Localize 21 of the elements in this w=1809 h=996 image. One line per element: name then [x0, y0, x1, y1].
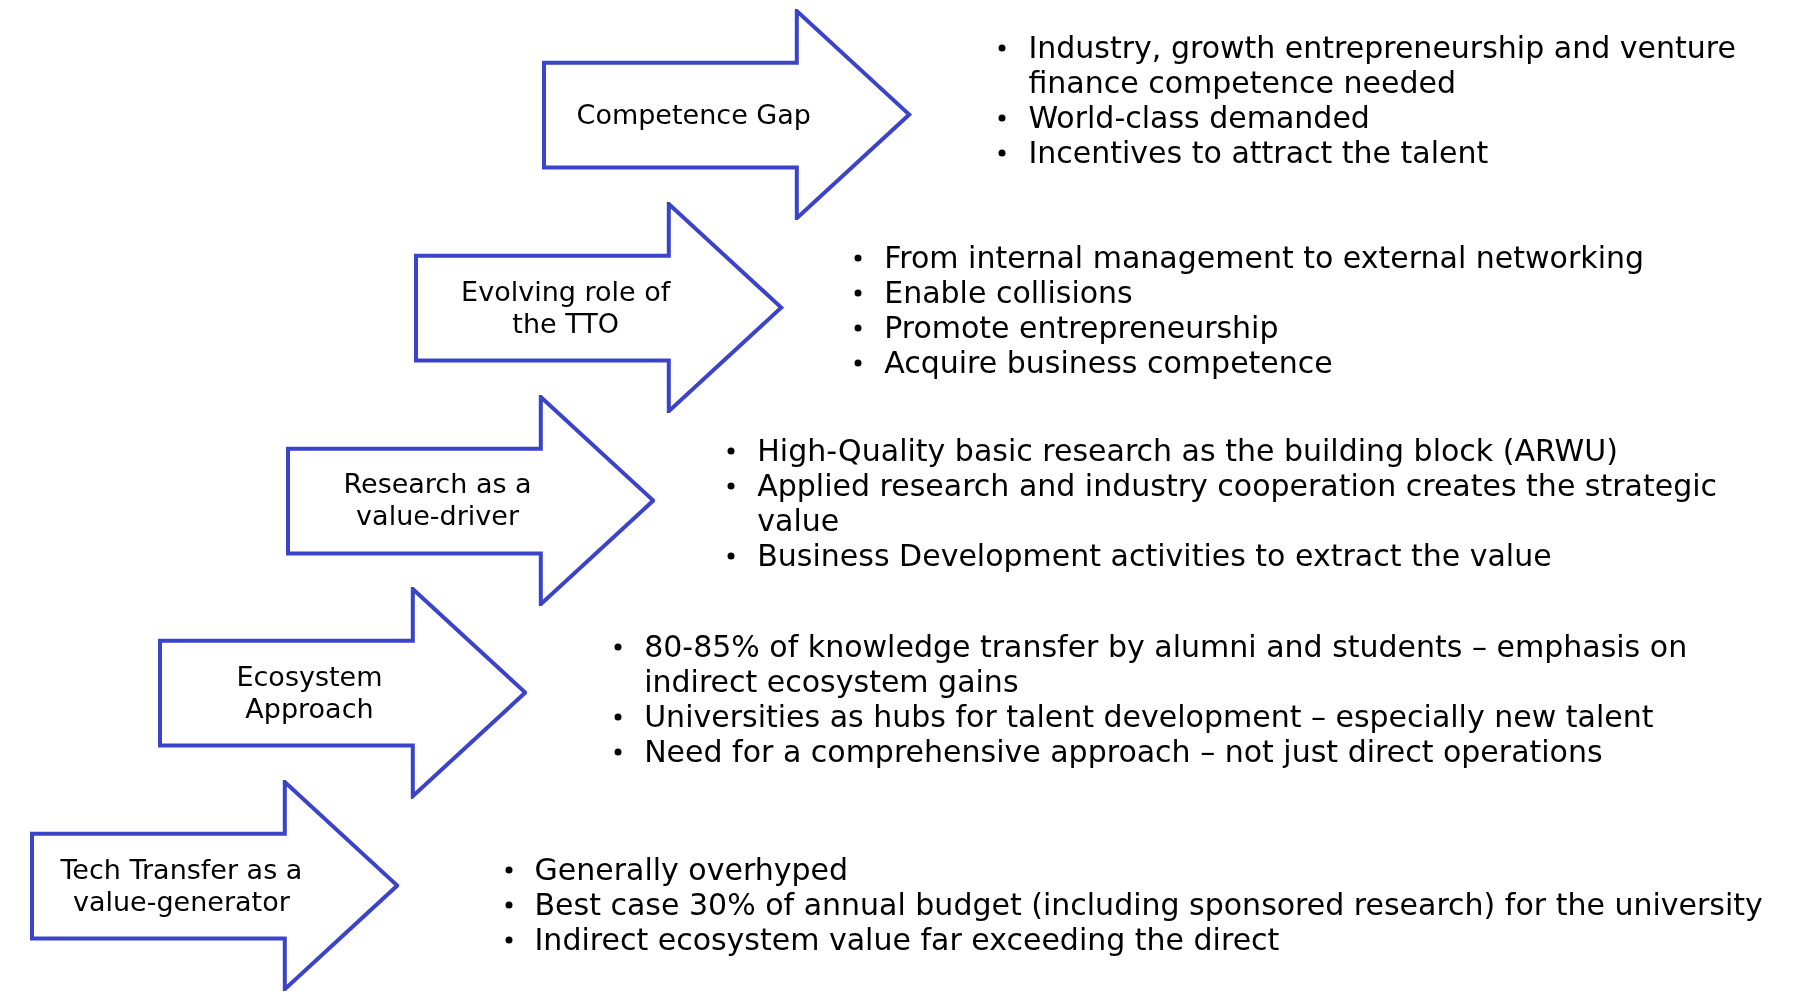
bullet-text: Generally overhyped	[534, 851, 849, 887]
bullet-text: Applied research and industry cooperation creates the strategic value	[757, 467, 1718, 538]
bullet-text: Business Development activities to extract the value	[757, 537, 1552, 573]
bullet-text: Universities as hubs for talent development – especially new talent	[644, 698, 1654, 734]
arrow-label: Evolving role of the TTO	[460, 275, 672, 340]
bullet-text: Best case 30% of annual budget (including sponsored research) for the university	[534, 886, 1763, 922]
bullet-text: Industry, growth entrepreneurship and venture finance competence needed	[1028, 30, 1736, 100]
bullet-text: Promote entrepreneurship	[884, 310, 1279, 346]
bullet-text: World-class demanded	[1028, 100, 1370, 135]
bullet-text: Indirect ecosystem value far exceeding the direct	[534, 921, 1280, 957]
bullet-text: 80-85% of knowledge transfer by alumni and students – emphasis on indirect ecosystem gains	[644, 628, 1688, 699]
arrow-label: Competence Gap	[576, 98, 811, 131]
bullet-text: From internal management to external networking	[884, 240, 1645, 276]
arrow-label: Tech Transfer as a value-generator	[59, 853, 304, 918]
bullet-text: Incentives to attract the talent	[1028, 135, 1489, 170]
arrow-label: Ecosystem Approach	[235, 660, 384, 725]
bullet-text: Need for a comprehensive approach – not just direct operations	[644, 733, 1603, 769]
bullet-text: High-Quality basic research as the building block (ARWU)	[757, 432, 1618, 468]
bullet-text: Enable collisions	[884, 275, 1133, 311]
bullet-text: Acquire business competence	[884, 345, 1333, 381]
arrow-label: Research as a value-driver	[342, 468, 533, 533]
